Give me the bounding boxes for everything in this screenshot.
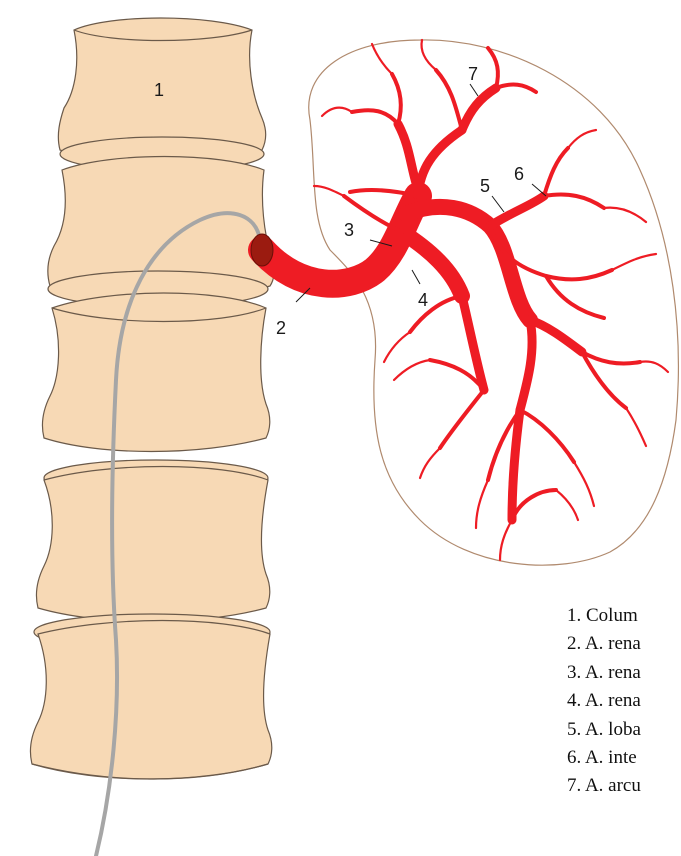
marker-3: 3 — [344, 220, 354, 240]
marker-2: 2 — [276, 318, 286, 338]
legend-item-4: 4. A. rena — [567, 687, 641, 715]
marker-5: 5 — [480, 176, 490, 196]
vertebral-column — [30, 18, 274, 779]
vertebra-4 — [36, 467, 269, 622]
legend-item-2: 2. A. rena — [567, 630, 641, 658]
legend: 1. Colum 2. A. rena 3. A. rena 4. A. ren… — [567, 602, 641, 801]
marker-1: 1 — [154, 80, 164, 100]
marker-4: 4 — [418, 290, 428, 310]
marker-6: 6 — [514, 164, 524, 184]
marker-7: 7 — [468, 64, 478, 84]
vertebra-5 — [30, 621, 271, 780]
legend-item-6: 6. A. inte — [567, 744, 641, 772]
catheter-tip-lumen — [251, 234, 273, 266]
legend-item-3: 3. A. rena — [567, 659, 641, 687]
legend-item-5: 5. A. loba — [567, 716, 641, 744]
legend-item-1: 1. Colum — [567, 602, 641, 630]
legend-item-7: 7. A. arcu — [567, 772, 641, 800]
main-renal-artery — [262, 196, 418, 284]
kidney-outline — [309, 40, 679, 565]
